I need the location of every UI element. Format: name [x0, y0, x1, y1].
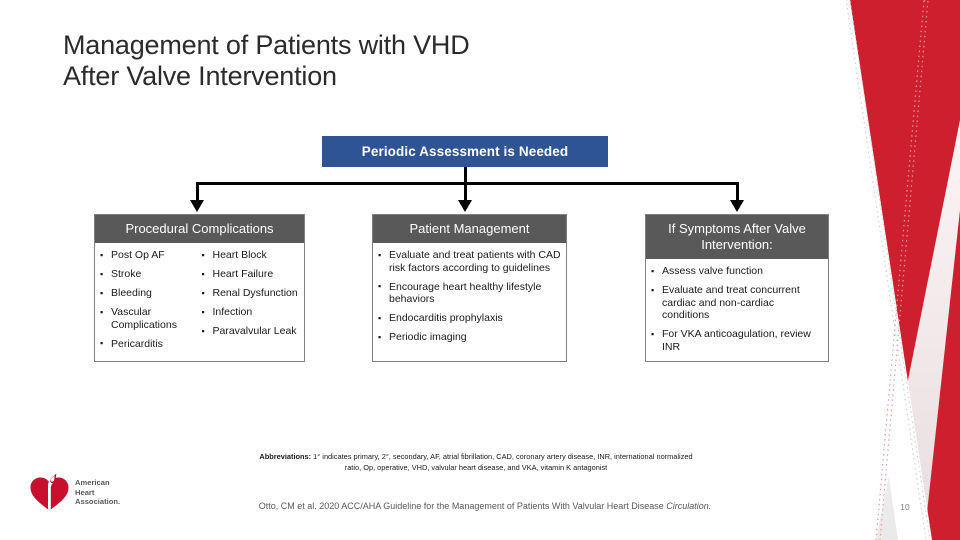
list-item: Infection [201, 306, 301, 319]
aha-logo: American Heart Association. [27, 470, 142, 516]
connector-drop-left [196, 182, 199, 202]
arrowhead-center [458, 200, 472, 212]
box-header-procedural: Procedural Complications [95, 215, 304, 243]
list-item: Evaluate and treat patients with CAD ris… [377, 248, 562, 274]
list-item: Renal Dysfunction [201, 287, 301, 300]
abbreviations-footnote: Abbreviations: 1° indicates primary, 2°,… [253, 452, 699, 473]
page-title: Management of Patients with VHD After Va… [63, 30, 470, 91]
connector-drop-center [464, 182, 467, 202]
list-item: Evaluate and treat concurrent cardiac an… [650, 284, 824, 322]
list-item: Stroke [99, 268, 199, 281]
citation-text: Otto, CM et al. 2020 ACC/AHA Guideline f… [258, 501, 667, 511]
red-accent-decoration [820, 0, 960, 540]
abbreviations-text: 1° indicates primary, 2°, secondary, AF,… [311, 452, 693, 472]
arrowhead-left [190, 200, 204, 212]
banner-periodic-assessment: Periodic Assessment is Needed [322, 136, 608, 167]
box-body-patient: Evaluate and treat patients with CAD ris… [373, 243, 566, 395]
list-item: Pericarditis [99, 337, 199, 351]
box-body-symptoms: Assess valve function Evaluate and treat… [646, 259, 828, 411]
connector-stem [464, 167, 467, 183]
list-item: Assess valve function [650, 265, 824, 278]
box-patient-management: Patient Management Evaluate and treat pa… [372, 214, 567, 362]
citation: Otto, CM et al. 2020 ACC/AHA Guideline f… [160, 500, 810, 512]
bullet-column-right: Heart Block Heart Failure Renal Dysfunct… [199, 249, 301, 357]
list-item: Post Op AF [99, 249, 199, 262]
connector-drop-right [736, 182, 739, 202]
list-item: Vascular Complications [99, 306, 199, 331]
list-item: Heart Failure [201, 268, 301, 281]
connector-horizontal-bar [196, 182, 739, 185]
box-header-patient: Patient Management [373, 215, 566, 243]
list-item: Paravalvular Leak [201, 325, 301, 338]
slide-number: 10 [900, 502, 910, 512]
list-item: Heart Block [201, 249, 301, 262]
arrowhead-right [730, 200, 744, 212]
aha-wordmark-line1: American [75, 478, 110, 487]
aha-wordmark: American Heart Association. [75, 478, 120, 507]
citation-journal: Circulation. [666, 501, 712, 511]
abbreviations-label: Abbreviations: [259, 452, 312, 461]
box-body-procedural: Post Op AF Stroke Bleeding Vascular Comp… [95, 243, 304, 395]
aha-wordmark-line3: Association. [75, 497, 121, 507]
bullet-column-left: Post Op AF Stroke Bleeding Vascular Comp… [99, 249, 199, 357]
list-item: For VKA anticoagulation, review INR [650, 328, 824, 353]
list-item: Endocarditis prophylaxis [377, 312, 562, 325]
box-procedural-complications: Procedural Complications Post Op AF Stro… [94, 214, 305, 362]
list-item: Encourage heart healthy lifestyle behavi… [377, 280, 562, 306]
aha-wordmark-line2: Heart [75, 487, 95, 497]
box-if-symptoms-after-valve-intervention: If Symptoms After Valve Intervention: As… [645, 214, 829, 362]
list-item: Periodic imaging [377, 331, 562, 344]
box-header-symptoms: If Symptoms After Valve Intervention: [646, 215, 828, 259]
list-item: Bleeding [99, 287, 199, 300]
heart-torch-icon [30, 473, 69, 511]
